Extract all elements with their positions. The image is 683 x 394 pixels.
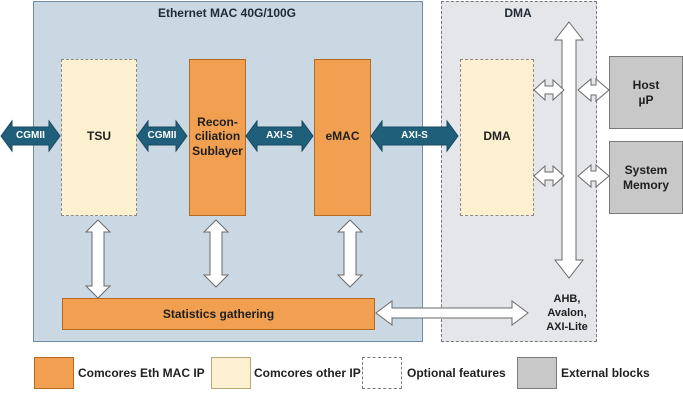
legend-optional-label: Optional features (407, 366, 506, 380)
cgmii-mid-arrow (136, 119, 188, 153)
axis-mid-label: AXI-S (266, 130, 293, 141)
emac-block (314, 59, 371, 216)
bus-memory-arrow (577, 163, 610, 189)
legend-mac-ip-label: Comcores Eth MAC IP (78, 366, 205, 380)
cgmii-mid-label: CGMII (147, 130, 177, 141)
bus-host-arrow (577, 77, 610, 103)
cgmii-left-label: CGMII (16, 130, 45, 141)
axis-right-arrow (370, 119, 459, 153)
bus-arrow (553, 21, 585, 279)
dma-bus-arrow-bottom (533, 164, 565, 188)
dma-bus-arrow-top (533, 78, 565, 102)
legend-optional-swatch (362, 357, 402, 389)
legend-external-label: External blocks (561, 366, 650, 380)
legend-other-ip-swatch (211, 357, 251, 389)
cgmii-left-arrow (0, 119, 61, 153)
legend-external-swatch (517, 357, 557, 389)
axis-right-label: AXI-S (401, 130, 428, 141)
axis-mid-arrow (245, 119, 314, 153)
reconciliation-block (189, 59, 246, 216)
legend-other-ip-label: Comcores other IP (254, 366, 361, 380)
host-label: Host µP (632, 78, 660, 107)
statistics-label: Statistics gathering (162, 306, 275, 321)
statistics-block (62, 298, 375, 330)
reconciliation-label: Recon- ciliation Sublayer (192, 114, 243, 158)
tsu-block (61, 59, 137, 216)
emac-label: eMAC (325, 129, 360, 144)
emac-stats-arrow (336, 219, 364, 288)
stats-bus-arrow (375, 300, 529, 326)
tsu-stats-arrow (84, 219, 112, 299)
dma-region-title: DMA (504, 6, 532, 20)
recon-stats-arrow (202, 219, 230, 288)
dma-block (460, 59, 534, 216)
memory-label: System Memory (622, 163, 669, 192)
bus-label: AHB, Avalon, AXI-Lite (546, 292, 588, 334)
ethernet-mac-title: Ethernet MAC 40G/100G (157, 6, 297, 20)
tsu-label: TSU (87, 129, 111, 144)
dma-label: DMA (483, 129, 511, 144)
legend-mac-ip-swatch (34, 357, 74, 389)
